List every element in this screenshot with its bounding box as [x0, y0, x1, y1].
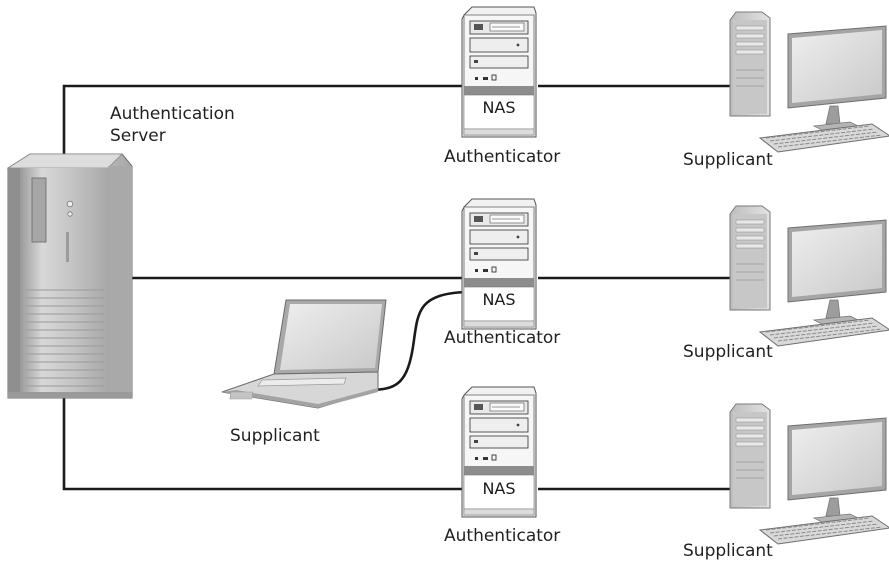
- supplicant-label-laptop: Supplicant: [230, 426, 320, 446]
- laptop-icon: [221, 299, 387, 409]
- desktop-computer-icon-2: [729, 205, 889, 347]
- authentication-server-icon: [6, 153, 133, 399]
- link-laptop-cable: [365, 290, 467, 392]
- nas-label-2: NAS: [482, 290, 516, 309]
- link-server-bottom: [62, 394, 466, 491]
- nas-label-3: NAS: [482, 479, 516, 498]
- network-lines: [62, 84, 735, 491]
- authenticator-label-3: Authenticator: [444, 526, 561, 546]
- supplicant-label-3: Supplicant: [683, 541, 773, 561]
- link-server-top: [62, 84, 466, 158]
- nas-label-1: NAS: [482, 98, 516, 117]
- supplicant-label-1: Supplicant: [683, 150, 773, 170]
- authenticator-label-1: Authenticator: [444, 147, 561, 167]
- authenticator-label-2: Authenticator: [444, 328, 561, 348]
- server-label-line2: Server: [110, 126, 166, 146]
- supplicant-label-2: Supplicant: [683, 342, 773, 362]
- desktop-computer-icon-3: [729, 403, 889, 545]
- server-label-line1: Authentication: [110, 104, 235, 124]
- desktop-computer-icon-1: [729, 11, 889, 153]
